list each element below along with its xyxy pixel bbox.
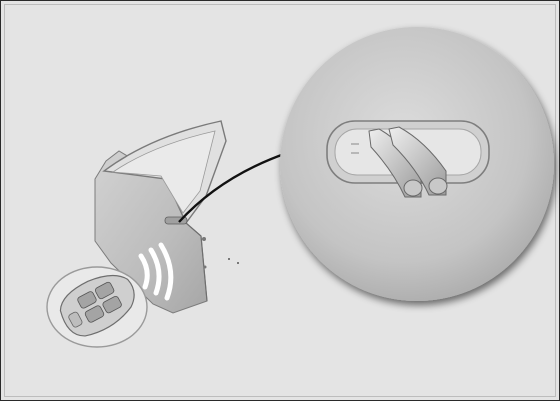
door-illustration	[1, 1, 559, 400]
illustration-frame	[0, 0, 560, 401]
